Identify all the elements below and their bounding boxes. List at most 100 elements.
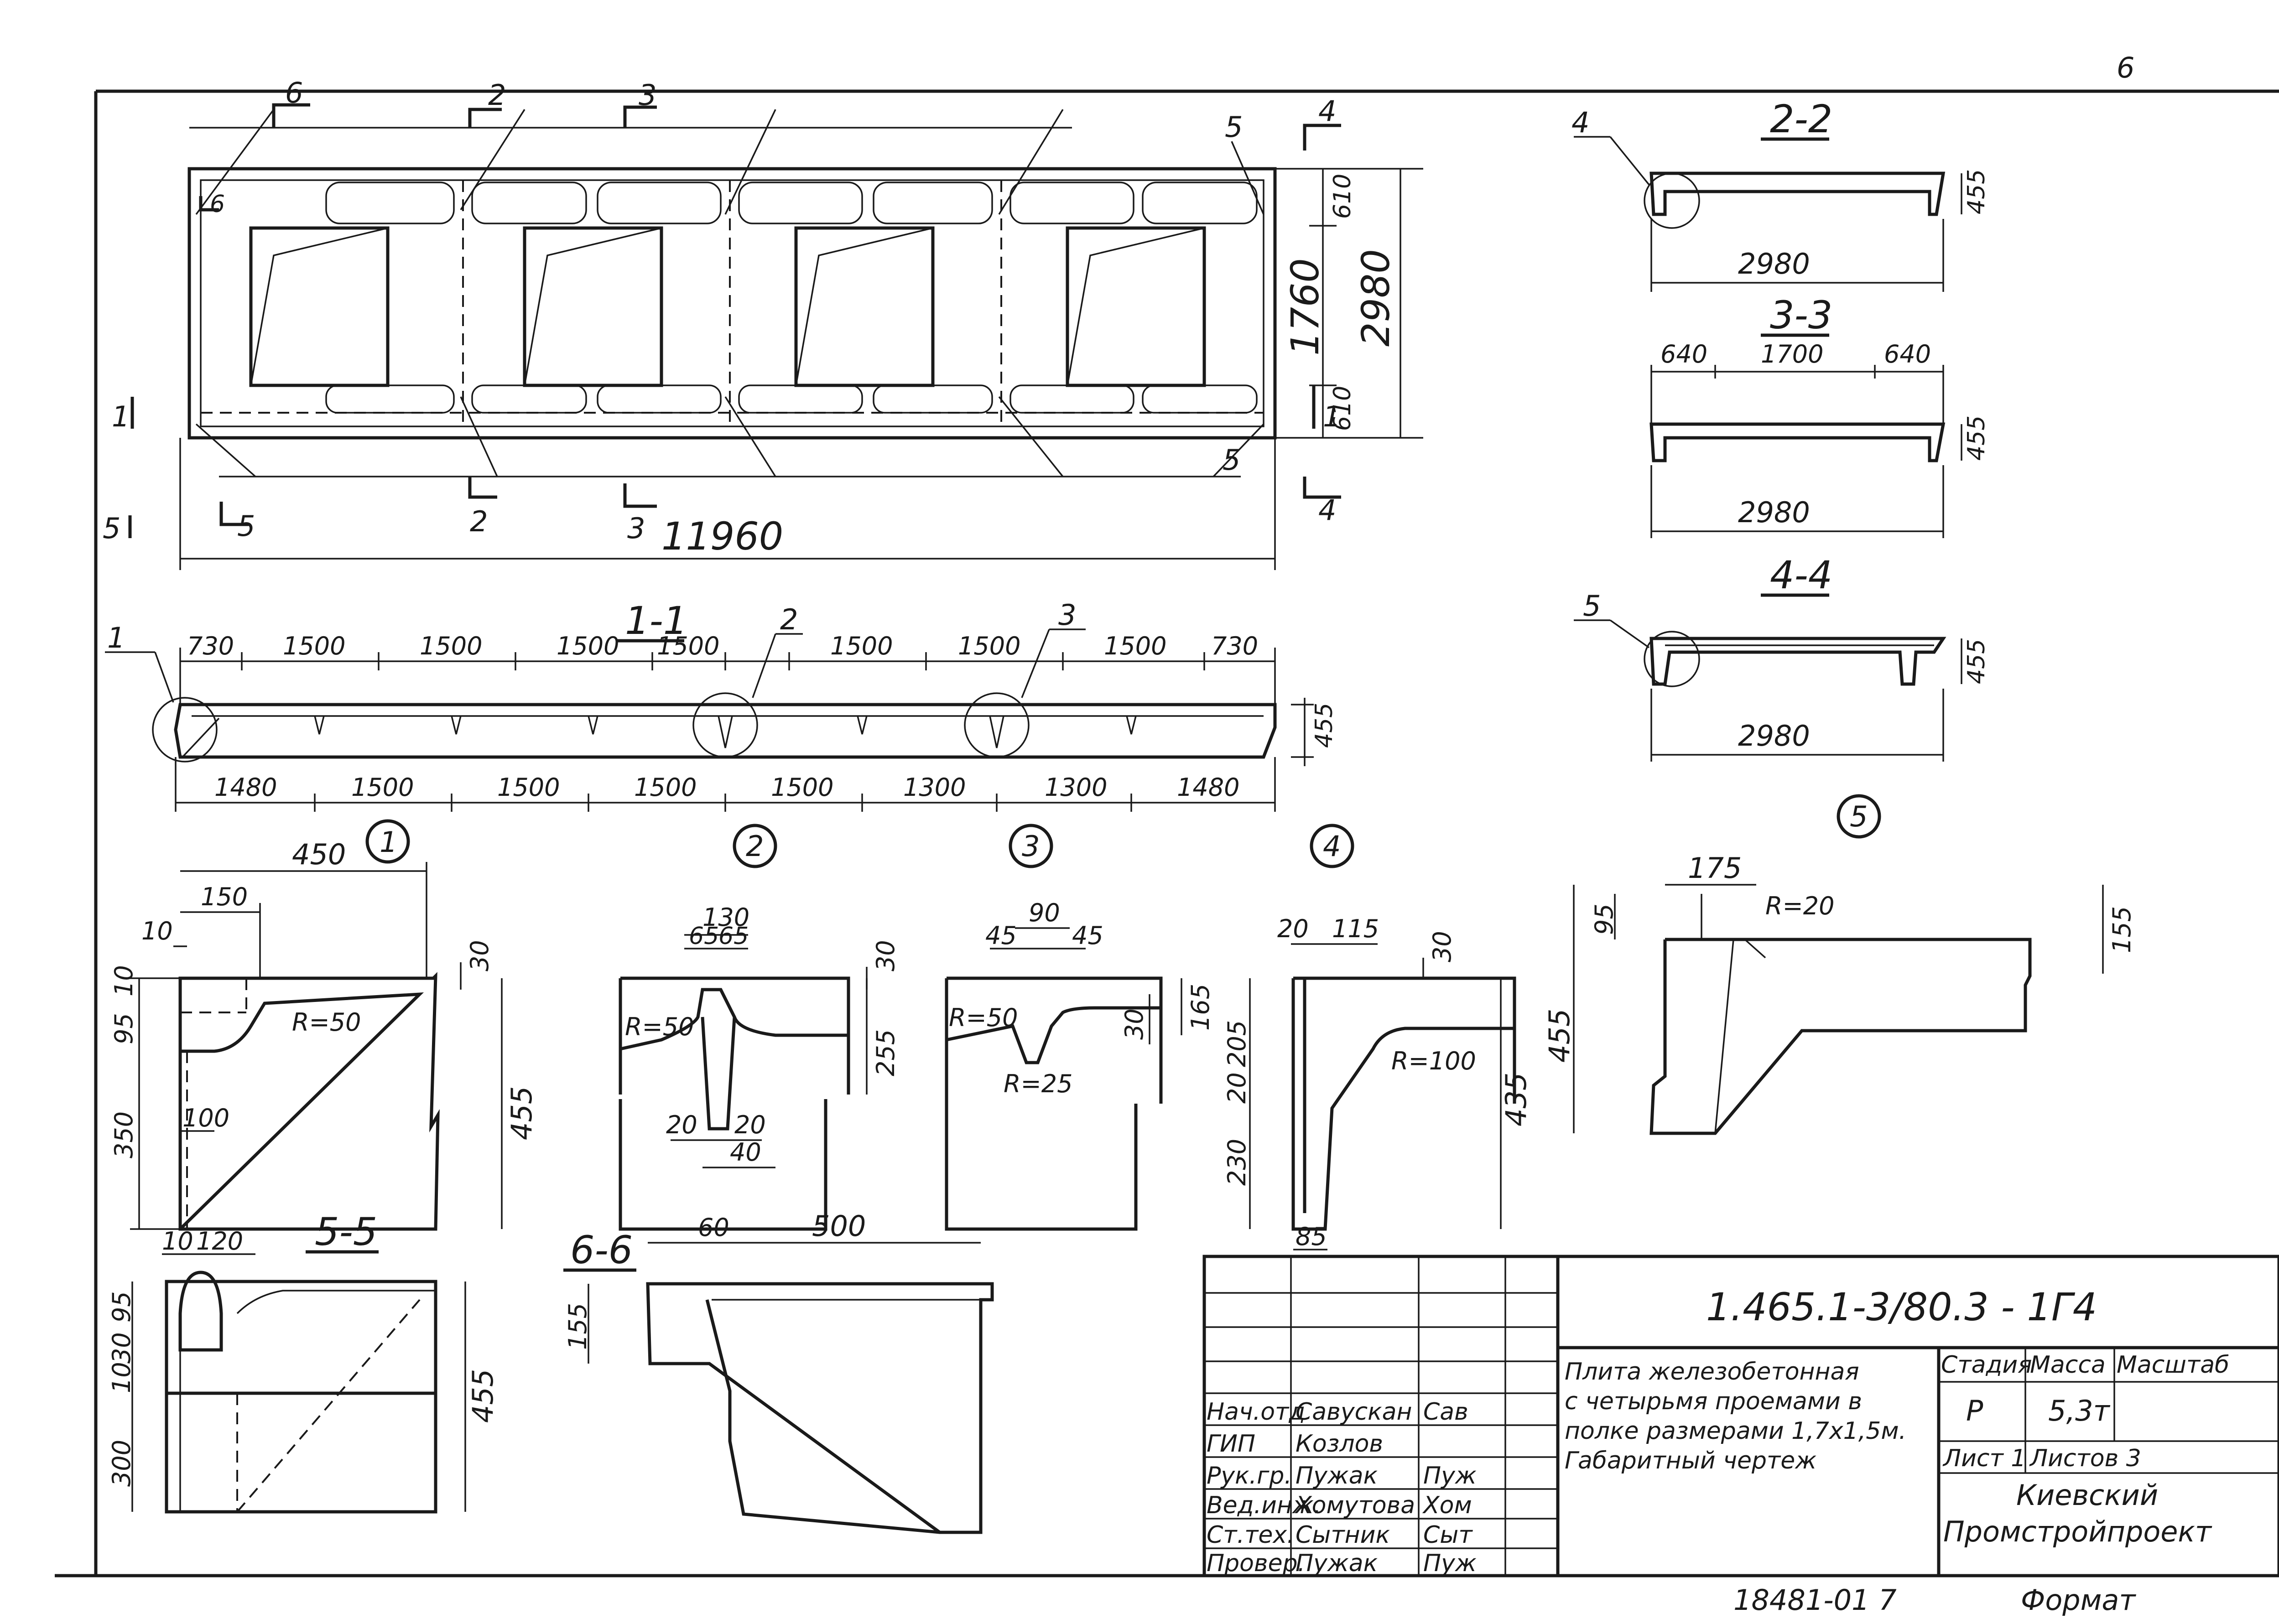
dim-1-1-bot-4: 1500 bbox=[771, 773, 833, 802]
section-mark-5: 5 bbox=[237, 509, 255, 543]
section-5-5-dim-2: 95 bbox=[107, 1291, 136, 1323]
dim-plan-edge-top: 610 bbox=[1329, 174, 1356, 219]
detail-1: 1 R=50 450 150 10 30 10 95 350 100 455 bbox=[109, 819, 538, 1231]
section-mark-2-top: 2 bbox=[488, 78, 506, 112]
dim-1-1-top-2: 1500 bbox=[420, 632, 482, 660]
detail-3-dim-0: 90 bbox=[1029, 898, 1060, 927]
section-mark-3-bottom: 3 bbox=[627, 512, 645, 545]
section-mark-2-bottom: 2 bbox=[470, 505, 488, 538]
detail-2-dim-1: 65 bbox=[689, 923, 719, 950]
section-6-6-dim-2: 155 bbox=[563, 1303, 592, 1350]
section-5-5-dim-1: 120 bbox=[196, 1227, 243, 1256]
staff-sign-4: Сыт bbox=[1423, 1521, 1473, 1549]
callout-1: 1 bbox=[107, 621, 125, 654]
section-4-4: 4-4 5 2980 455 bbox=[1574, 553, 1990, 762]
staff-role-2: Рук.гр. bbox=[1207, 1462, 1292, 1489]
org-line-2: Промстройпроект bbox=[1943, 1515, 2212, 1548]
staff-name-1: Козлов bbox=[1296, 1430, 1383, 1458]
section-5-5-dim-6: 455 bbox=[466, 1369, 500, 1423]
detail-2-dim-5: 20 bbox=[666, 1110, 697, 1139]
section-6-6-dim-1: 500 bbox=[812, 1209, 866, 1243]
detail-1-dim-3: 30 bbox=[465, 940, 494, 971]
detail-4-dim-3: 205 bbox=[1223, 1020, 1251, 1067]
callout-circle-3 bbox=[964, 692, 1030, 758]
mass-value: 5,3т bbox=[2048, 1394, 2111, 1427]
section-5-5-dim-4: 10 bbox=[107, 1362, 136, 1393]
detail-4-dim-4: 20 bbox=[1223, 1072, 1251, 1104]
callout-5-bottom: 5 bbox=[1223, 443, 1240, 477]
dim-2-2-width: 2980 bbox=[1738, 247, 1810, 280]
section-mark-6-top: 6 bbox=[285, 76, 303, 109]
callout-5: 5 bbox=[1583, 589, 1601, 623]
detail-2-number: 2 bbox=[746, 830, 764, 863]
section-2-2-title: 2-2 bbox=[1770, 97, 1832, 141]
detail-3-badge bbox=[1009, 824, 1053, 868]
callout-4: 4 bbox=[1571, 106, 1589, 139]
detail-1-radius: R=50 bbox=[292, 1008, 361, 1037]
detail-1-dim-8: 455 bbox=[505, 1086, 538, 1140]
detail-1-dim-0: 450 bbox=[292, 838, 346, 871]
detail-4-dim-1: 115 bbox=[1332, 914, 1379, 943]
stage-value: Р bbox=[1966, 1394, 1983, 1427]
detail-1-dim-4: 10 bbox=[109, 965, 138, 996]
dim-1-1-bot-5: 1300 bbox=[903, 773, 966, 802]
dim-1-1-bot-0: 1480 bbox=[214, 773, 277, 802]
plan-outline bbox=[187, 167, 1277, 440]
section-6-6-title: 6-6 bbox=[570, 1228, 633, 1272]
dim-1-1-top-0: 730 bbox=[187, 632, 234, 660]
opening-4 bbox=[1066, 226, 1206, 387]
dim-3-3-top-2: 640 bbox=[1884, 340, 1931, 368]
section-mark-4-bottom: 4 bbox=[1318, 493, 1336, 527]
dim-4-4-height: 455 bbox=[1963, 639, 1990, 684]
dim-4-4-width: 2980 bbox=[1738, 719, 1810, 752]
section-mark-6-inner: 6 bbox=[210, 191, 225, 218]
dim-2-2-height: 455 bbox=[1963, 169, 1990, 214]
title-block: 1.465.1-3/80.3 - 1Г4 Плита железобетонна… bbox=[1202, 1255, 2279, 1577]
detail-1-dim-2: 10 bbox=[141, 917, 173, 945]
staff-name-5: Пужак bbox=[1296, 1550, 1378, 1577]
staff-role-5: Провер. bbox=[1207, 1550, 1305, 1577]
detail-4-badge bbox=[1310, 824, 1354, 868]
org-line-1: Киевский bbox=[2016, 1479, 2158, 1512]
drawing-code: 1.465.1-3/80.3 - 1Г4 bbox=[1706, 1285, 2097, 1329]
detail-3-dim-1: 45 bbox=[985, 921, 1017, 950]
dim-plan-width-mid: 1760 bbox=[1283, 258, 1327, 356]
detail-1-badge bbox=[365, 819, 410, 864]
detail-1-dim-5: 95 bbox=[109, 1013, 138, 1044]
scale-header: Масштаб bbox=[2117, 1351, 2229, 1379]
callout-circle-1 bbox=[152, 697, 218, 763]
dim-1-1-top-3: 1500 bbox=[557, 632, 619, 660]
detail-5-radius: R=20 bbox=[1765, 892, 1834, 920]
section-mark-4-top: 4 bbox=[1318, 94, 1336, 128]
dim-3-3-width: 2980 bbox=[1738, 496, 1810, 529]
staff-sign-3: Хом bbox=[1422, 1492, 1472, 1519]
detail-1-number: 1 bbox=[380, 825, 397, 859]
format-label: Формат bbox=[2021, 1583, 2136, 1617]
section-mark-5-left: 5 bbox=[103, 512, 120, 545]
detail-3-radius1: R=50 bbox=[949, 1003, 1018, 1032]
page-number: 6 bbox=[2117, 51, 2134, 84]
description-line-2: с четырьмя проемами в bbox=[1565, 1388, 1862, 1415]
section-mark-3-top: 3 bbox=[639, 78, 656, 112]
sheet-number: Лист 1 bbox=[1942, 1445, 2026, 1472]
section-4-4-title: 4-4 bbox=[1770, 553, 1832, 597]
callout-5-top: 5 bbox=[1225, 110, 1243, 144]
detail-5-dim-0: 175 bbox=[1688, 851, 1742, 885]
section-5-5: 5-5 10 120 95 30 10 300 455 bbox=[107, 1209, 500, 1514]
detail-4-dim-7: 85 bbox=[1296, 1222, 1327, 1251]
detail-1-dim-1: 150 bbox=[201, 882, 248, 911]
detail-5-dim-1: 95 bbox=[1590, 903, 1618, 935]
detail-1-dim-7: 100 bbox=[182, 1104, 229, 1132]
detail-2-dim-7: 40 bbox=[730, 1138, 761, 1167]
opening-2 bbox=[523, 226, 663, 387]
callout-2: 2 bbox=[780, 603, 798, 636]
dim-1-1-bot-7: 1480 bbox=[1177, 773, 1239, 802]
section-6-6-dim-0: 60 bbox=[698, 1213, 729, 1242]
section-5-5-dim-0: 10 bbox=[162, 1227, 193, 1256]
dim-3-3-top-0: 640 bbox=[1660, 340, 1707, 368]
staff-name-0: Савускан bbox=[1296, 1398, 1412, 1426]
dim-3-3-top-1: 1700 bbox=[1761, 340, 1823, 368]
section-2-2-body bbox=[1649, 171, 1946, 216]
dim-1-1-top-6: 1500 bbox=[958, 632, 1020, 660]
staff-role-3: Вед.инж. bbox=[1207, 1492, 1321, 1519]
